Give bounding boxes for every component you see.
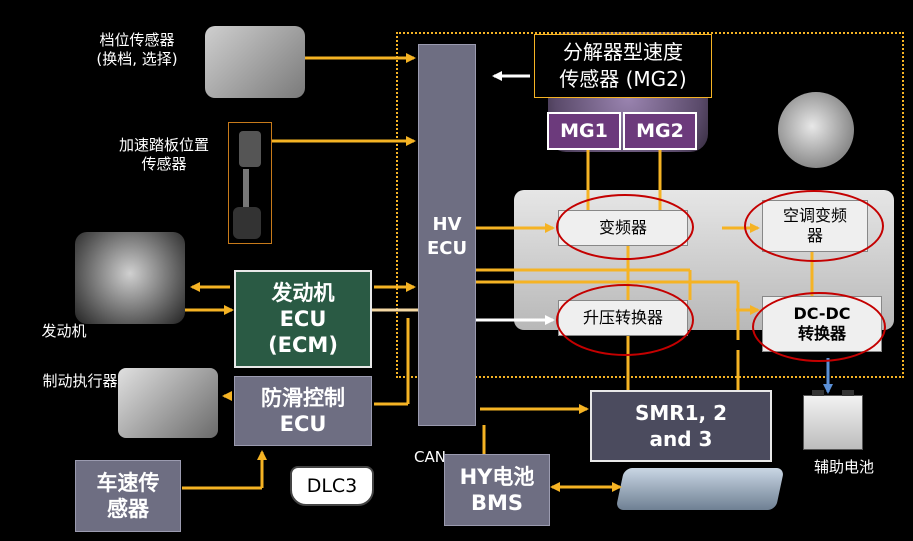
engine-ecu-box: 发动机 ECU (ECM): [234, 270, 372, 368]
accel-pedal-image: [228, 122, 272, 244]
smr-box: SMR1, 2 and 3: [590, 390, 772, 462]
skid-control-ecu-box: 防滑控制 ECU: [234, 376, 372, 446]
mg2-box: MG2: [623, 112, 697, 150]
aux-battery-image: [803, 390, 863, 450]
mg1-text: MG1: [560, 120, 608, 142]
hy-battery-bms-text: HY电池 BMS: [459, 465, 535, 515]
accel-sensor-label: 加速踏板位置 传感器: [118, 136, 209, 173]
hv-ecu-box: HV ECU: [418, 44, 476, 426]
engine-image: [75, 232, 185, 324]
brake-actuator-label: 制动执行器: [42, 372, 118, 390]
vehicle-speed-sensor-text: 车速传 感器: [96, 471, 160, 521]
dlc3-connector: DLC3: [290, 466, 374, 506]
aux-battery-label: 辅助电池: [813, 458, 874, 476]
mg2-text: MG2: [636, 120, 684, 142]
smr-text: SMR1, 2 and 3: [634, 401, 728, 451]
shift-sensor-image: [205, 26, 305, 98]
resolver-sensor-label: 分解器型速度 传感器 (MG2): [534, 34, 712, 98]
ac-compressor-image: [778, 92, 854, 168]
dlc3-text: DLC3: [306, 475, 358, 497]
engine-label: 发动机: [41, 322, 87, 340]
boost-converter-highlight: [556, 284, 694, 356]
engine-ecu-text: 发动机 ECU (ECM): [268, 281, 338, 357]
mg1-box: MG1: [547, 112, 621, 150]
shift-sensor-label: 档位传感器 (换档, 选择): [96, 31, 178, 68]
skid-control-ecu-text: 防滑控制 ECU: [261, 386, 345, 436]
vehicle-speed-sensor-box: 车速传 感器: [75, 460, 181, 532]
dcdc-converter-highlight: [752, 292, 886, 362]
inverter-highlight: [556, 194, 694, 260]
hv-ecu-text: HV ECU: [426, 214, 468, 259]
hy-battery-bms-box: HY电池 BMS: [444, 454, 550, 526]
ac-inverter-highlight: [744, 190, 884, 262]
can-label: CAN: [414, 448, 446, 466]
brake-actuator-image: [118, 368, 218, 438]
hybrid-system-boundary: [396, 32, 904, 378]
